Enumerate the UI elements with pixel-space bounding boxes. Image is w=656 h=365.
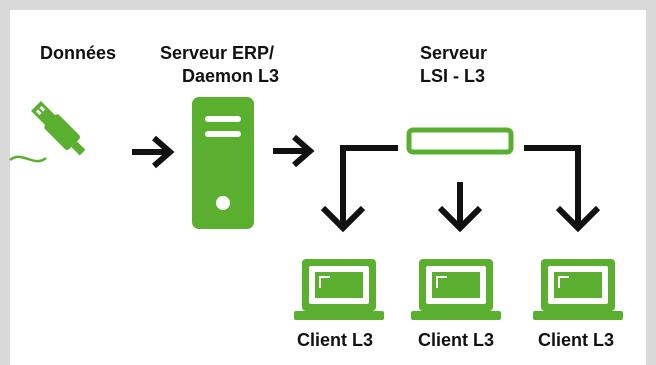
laptop-icon	[411, 259, 501, 320]
arrow-data-to-erp-icon	[132, 135, 175, 169]
arrow-erp-to-lsi-icon	[273, 134, 315, 168]
rack-switch-icon	[406, 127, 514, 155]
laptop-icon	[294, 259, 384, 320]
label-serveur-lsi-line1: Serveur	[420, 43, 488, 63]
label-client-3: Client L3	[538, 330, 615, 350]
label-serveur-erp-line2: Daemon L3	[182, 66, 280, 86]
label-donnees: Données	[40, 43, 117, 63]
label-client-1: Client L3	[297, 330, 374, 350]
usb-plug-icon	[9, 101, 86, 163]
label-serveur-lsi-line2: LSI - L3	[420, 66, 486, 86]
laptop-icon	[533, 259, 623, 320]
distribution-connectors	[320, 145, 601, 233]
label-serveur-erp-line1: Serveur ERP/	[160, 43, 275, 63]
server-tower-icon	[192, 97, 254, 229]
label-client-2: Client L3	[418, 330, 495, 350]
